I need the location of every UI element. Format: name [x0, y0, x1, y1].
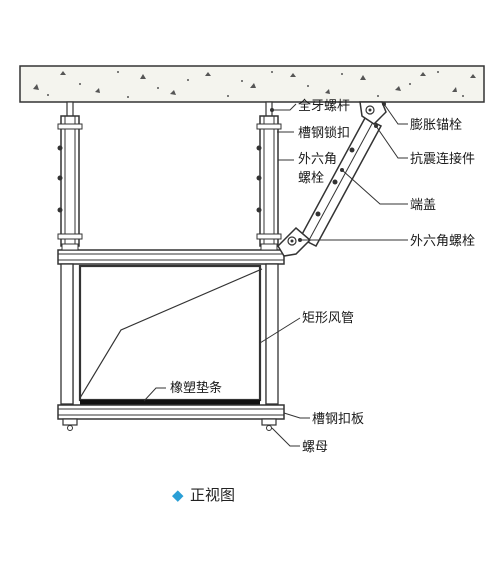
left-nut: [62, 418, 78, 431]
bottom-hinge-connector: [277, 226, 312, 257]
rubber-pad-strip: [80, 400, 260, 405]
label-full-thread-rod: 全牙螺杆: [298, 98, 350, 114]
left-frame-bar: [60, 263, 74, 405]
label-expansion-anchor: 膨胀锚栓: [410, 118, 462, 133]
right-nut: [261, 418, 277, 431]
caption-marker-icon: ◆: [172, 486, 184, 504]
bottom-channel-clamp: [57, 404, 285, 420]
label-rect-duct: 矩形风管: [302, 311, 354, 326]
slab-aggregate-marks: [33, 71, 476, 98]
caption-front-view: 正视图: [190, 486, 235, 504]
label-rubber-pad: 橡塑垫条: [170, 380, 222, 396]
label-end-cap: 端盖: [410, 198, 436, 213]
top-channel-beam: [57, 243, 285, 265]
label-hex-bolt-right: 外六角螺栓: [410, 234, 475, 249]
label-channel-lock: 槽钢锁扣: [298, 125, 350, 141]
label-seismic-connector: 抗震连接件: [410, 151, 475, 167]
leader-lines: [143, 103, 408, 447]
label-hex-bolt-left-line2: 螺栓: [298, 171, 324, 186]
label-nut: 螺母: [302, 440, 328, 455]
label-channel-clamp-plate: 槽钢扣板: [312, 412, 364, 427]
expansion-anchor-connector: [359, 101, 387, 125]
rectangular-duct: [78, 264, 263, 402]
label-hex-bolt-left-line1: 外六角: [298, 152, 337, 167]
concrete-slab: [19, 65, 485, 103]
right-channel-lock: [256, 115, 282, 247]
left-channel-lock: [57, 115, 83, 247]
leader-dots: [270, 102, 386, 242]
right-frame-bar: [265, 263, 279, 405]
